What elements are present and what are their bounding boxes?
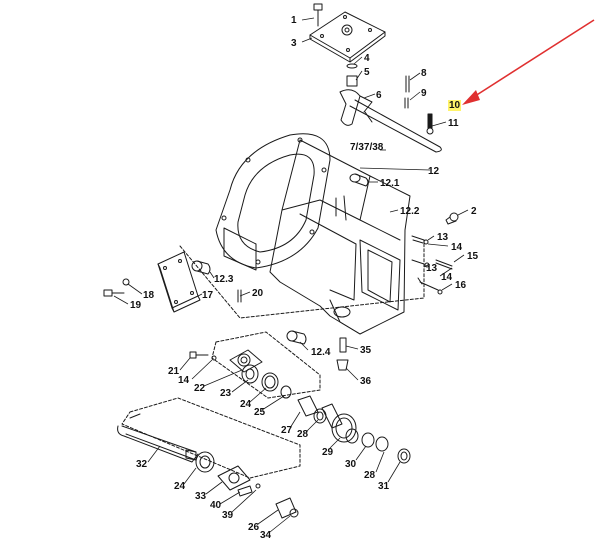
part-label-17: 17 — [202, 290, 214, 301]
part-label-21: 21 — [168, 366, 180, 377]
part-label-4: 4 — [364, 53, 370, 64]
part-label-24: 24 — [174, 481, 186, 492]
part-label-12-4: 12.4 — [311, 347, 331, 358]
leader-line — [375, 451, 385, 473]
part-label-12-3: 12.3 — [214, 274, 234, 285]
part-label-28: 28 — [364, 470, 376, 481]
part-label-20: 20 — [252, 288, 264, 299]
part-label-23: 23 — [220, 388, 232, 399]
leader-line — [301, 37, 313, 43]
part-label-31: 31 — [378, 481, 390, 492]
leader-line — [299, 341, 309, 351]
part-label-12: 12 — [428, 166, 440, 177]
part-label-12-1: 12.1 — [380, 178, 400, 189]
leader-line — [203, 369, 243, 387]
leader-line — [409, 91, 421, 101]
leader-line — [441, 283, 453, 291]
part-label-25: 25 — [254, 407, 266, 418]
leader-line — [427, 235, 435, 241]
part-label-9: 9 — [421, 88, 427, 99]
leader-line — [329, 437, 341, 449]
leader-line — [231, 489, 257, 513]
part-label-7-37-38: 7/37/38 — [350, 142, 384, 153]
part-label-24: 24 — [240, 399, 252, 410]
leader-line — [387, 461, 401, 483]
leader-line — [113, 295, 129, 305]
leader-line — [219, 491, 241, 505]
highlight-arrow — [471, 19, 595, 99]
part-label-32: 32 — [136, 459, 148, 470]
leader-line — [359, 167, 431, 171]
leader-line — [305, 419, 319, 433]
leader-line — [147, 445, 161, 463]
leader-line — [301, 17, 315, 21]
output-shaft — [121, 425, 197, 461]
part-label-26: 26 — [248, 522, 260, 533]
part-label-30: 30 — [345, 459, 357, 470]
part-label-8: 8 — [421, 68, 427, 79]
leader-line — [345, 367, 359, 381]
leader-line — [231, 379, 249, 393]
leader-line — [257, 509, 279, 525]
leader-line — [127, 283, 143, 295]
part-label-18: 18 — [143, 290, 155, 301]
part-label-22: 22 — [194, 383, 206, 394]
leader-line — [389, 209, 399, 213]
leader-line — [439, 267, 453, 277]
leader-line — [457, 209, 469, 216]
part-label-27: 27 — [281, 425, 293, 436]
bearing-flange-22 — [229, 349, 263, 373]
part-label-14: 14 — [441, 272, 453, 283]
leader-line — [355, 70, 363, 81]
leader-line — [355, 445, 367, 461]
leader-line — [409, 72, 421, 81]
part-label-1: 1 — [291, 15, 297, 26]
part-label-33: 33 — [195, 491, 207, 502]
bell-housing-flange — [215, 133, 331, 269]
leader-line — [239, 291, 251, 297]
leader-line — [431, 121, 447, 127]
leader-line — [453, 254, 465, 263]
leader-line — [249, 387, 267, 403]
leader-line — [353, 56, 363, 65]
part-label-28: 28 — [297, 429, 309, 440]
selector-shaft — [349, 99, 442, 153]
part-label-14: 14 — [178, 375, 190, 386]
part-label-5: 5 — [364, 67, 370, 78]
leader-line — [205, 481, 223, 495]
part-label-15: 15 — [467, 251, 479, 262]
leader-line — [191, 359, 213, 380]
leader-line — [345, 345, 359, 350]
leader-line — [423, 264, 429, 268]
part-label-13: 13 — [426, 263, 438, 274]
part-label-13: 13 — [437, 232, 449, 243]
part-label-11: 11 — [448, 118, 459, 129]
leader-line — [183, 467, 197, 485]
leader-line — [427, 243, 449, 247]
part-label-40: 40 — [210, 500, 222, 511]
leader-line — [179, 357, 191, 371]
leader-line — [261, 395, 285, 411]
part-label-16: 16 — [455, 280, 467, 291]
part-label-34: 34 — [260, 530, 272, 541]
part-label-19: 19 — [130, 300, 142, 311]
part-label-29: 29 — [322, 447, 334, 458]
part-label-36: 36 — [360, 376, 372, 387]
part-label-3: 3 — [291, 38, 297, 49]
leader-line — [197, 293, 203, 297]
part-label-14: 14 — [451, 242, 463, 253]
part-label-10: 10 — [448, 100, 462, 111]
leader-line — [209, 271, 215, 279]
part-label-2: 2 — [471, 206, 477, 217]
part-label-12-2: 12.2 — [400, 206, 420, 217]
part-label-35: 35 — [360, 345, 372, 356]
leader-line — [363, 93, 376, 99]
leader-line — [289, 411, 301, 429]
part-label-6: 6 — [376, 90, 382, 101]
part-label-39: 39 — [222, 510, 234, 521]
leader-line — [269, 515, 291, 533]
